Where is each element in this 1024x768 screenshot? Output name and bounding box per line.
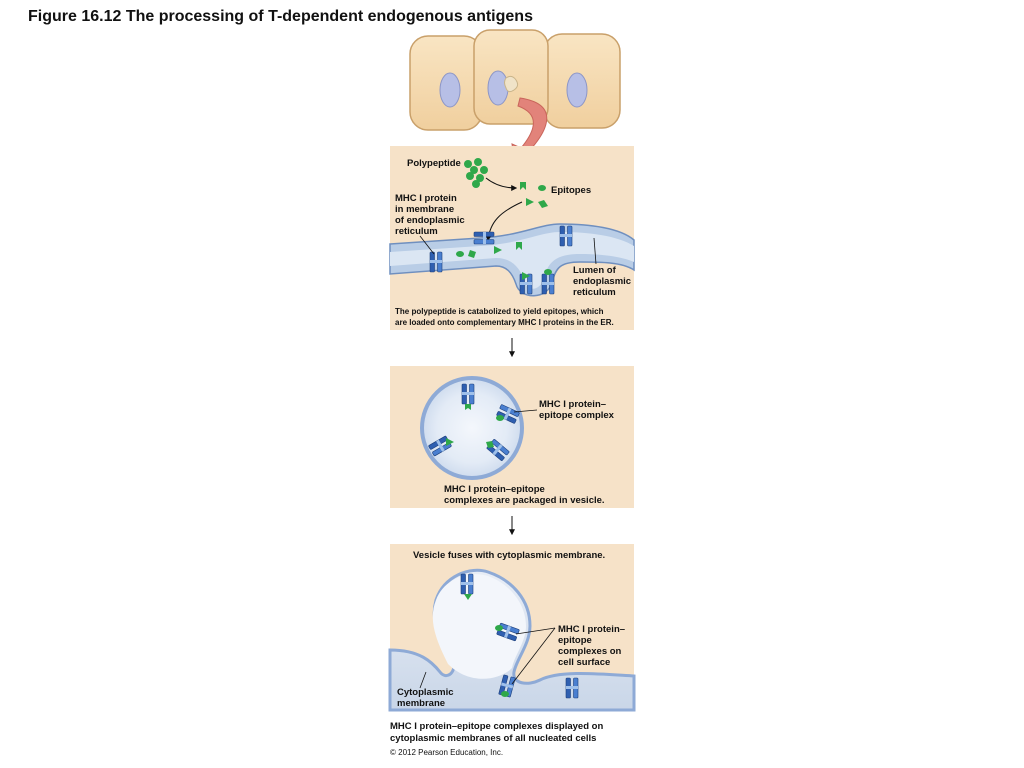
nucleus-left: [439, 72, 461, 108]
fusing-vesicle: [432, 574, 526, 679]
bottom-caption-2: cytoplasmic membranes of all nucleated c…: [390, 733, 596, 744]
panel-1-er: Polypeptide Epitopes MHC I protein in me…: [389, 146, 635, 330]
surface-label-4: cell surface: [558, 657, 610, 668]
mhc-membrane-label-3: of endoplasmic: [395, 215, 465, 226]
nucleus-middle: [487, 70, 509, 106]
panel-2-caption-1: MHC I protein–epitope: [444, 484, 545, 495]
catabolism-arrow: [485, 177, 518, 191]
er-lumen: [390, 232, 634, 289]
polypeptide-label: Polypeptide: [407, 158, 461, 169]
surface-label-2: epitope: [558, 635, 592, 646]
panel-3-fusion: Vesicle fuses with cytoplasmic membrane.…: [388, 544, 636, 712]
panel-2-caption-2: complexes are packaged in vesicle.: [444, 495, 605, 506]
epitopes-label: Epitopes: [551, 185, 591, 196]
lumen-epitopes: [456, 242, 522, 258]
nucleated-cells: [409, 29, 621, 131]
nucleus-right: [566, 72, 588, 108]
epitopes: [520, 182, 548, 208]
membrane-label-1: Cytoplasmic: [397, 687, 454, 698]
panel-1-caption-2: are loaded onto complementary MHC I prot…: [395, 318, 614, 327]
complex-label-2: epitope complex: [539, 410, 615, 421]
bottom-caption-1: MHC I protein–epitope complexes displaye…: [390, 721, 603, 732]
polypeptide-in-cell: [504, 75, 519, 93]
page-title: Figure 16.12 The processing of T-depende…: [28, 8, 533, 25]
complex-label-1: MHC I protein–: [539, 399, 606, 410]
membrane-label-2: membrane: [397, 698, 445, 709]
surface-label-1: MHC I protein–: [558, 624, 625, 635]
mhc-membrane-label-4: reticulum: [395, 226, 438, 237]
lumen-label-2: endoplasmic: [573, 276, 631, 287]
copyright: © 2012 Pearson Education, Inc.: [390, 748, 503, 757]
mhc-membrane-label-2: in membrane: [395, 204, 454, 215]
fuses-label: Vesicle fuses with cytoplasmic membrane.: [413, 550, 605, 561]
polypeptide: [464, 158, 488, 188]
lumen-label-1: Lumen of: [573, 265, 617, 276]
lumen-label-3: reticulum: [573, 287, 616, 298]
panel-2-vesicle: MHC I protein– epitope complex MHC I pro…: [390, 366, 634, 508]
mhc-membrane-label-1: MHC I protein: [395, 193, 457, 204]
surface-label-3: complexes on: [558, 646, 622, 657]
panel-1-caption-1: The polypeptide is catabolized to yield …: [395, 307, 604, 316]
